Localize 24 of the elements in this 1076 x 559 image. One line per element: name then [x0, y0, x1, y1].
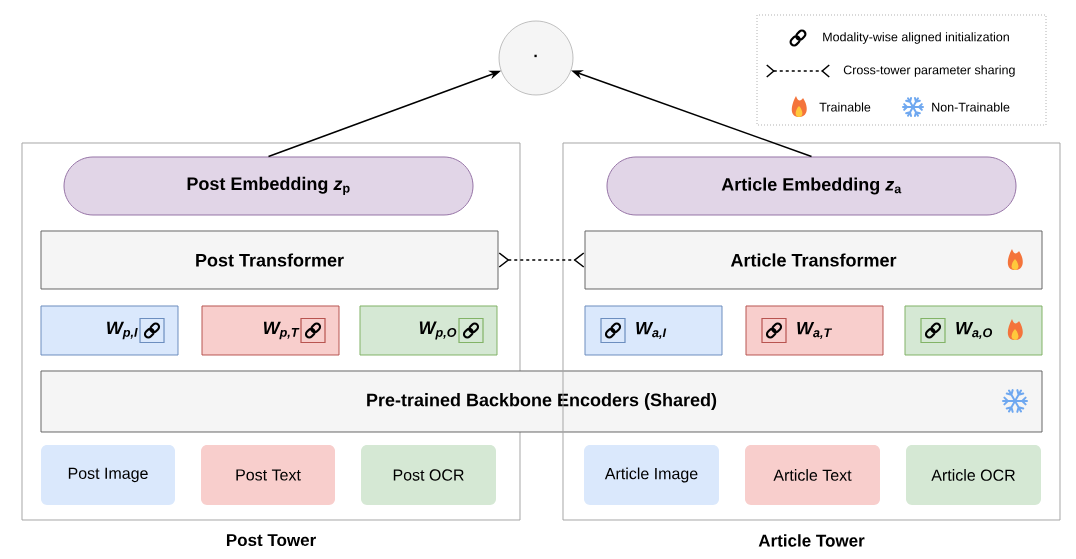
input-box: Post Image [41, 445, 175, 505]
weight-box: W$_{p,T}$ [201, 305, 340, 356]
legend-text: Modality-wise aligned initialization [823, 32, 1009, 44]
weight-box: W$_{a,T}$ [745, 305, 884, 356]
embedding-box: Article Embedding z$_{a}$ [606, 156, 1017, 216]
weight-box: W$_{p,O}$ [359, 305, 498, 356]
input-box: Post OCR [361, 445, 496, 505]
legend-text: Trainable [819, 102, 871, 112]
legend-text: Non-Trainable [932, 102, 1010, 112]
embedding-box: Post Embedding z$_{p}$ [63, 156, 474, 216]
legend-text: Cross-tower parameter sharing [843, 65, 1015, 77]
input-box: Article OCR [906, 445, 1041, 505]
input-box: Article Image [584, 445, 719, 505]
arrow [498, 252, 585, 268]
weight-box: W$_{a,O}$ [904, 305, 1043, 356]
node-label: Post Tower [226, 534, 316, 547]
input-box: Article Text [745, 445, 880, 505]
layer-box: Article Transformer [584, 230, 1043, 290]
node-label: Article Tower [758, 534, 865, 547]
weight-box: W$_{p,I}$ [40, 305, 179, 356]
layer-box: Post Transformer [40, 230, 499, 290]
input-box: Post Text [201, 445, 335, 505]
layer-box: Pre-trained Backbone Encoders (Shared) [40, 370, 1043, 433]
weight-box: W$_{a,I}$ [584, 305, 723, 356]
